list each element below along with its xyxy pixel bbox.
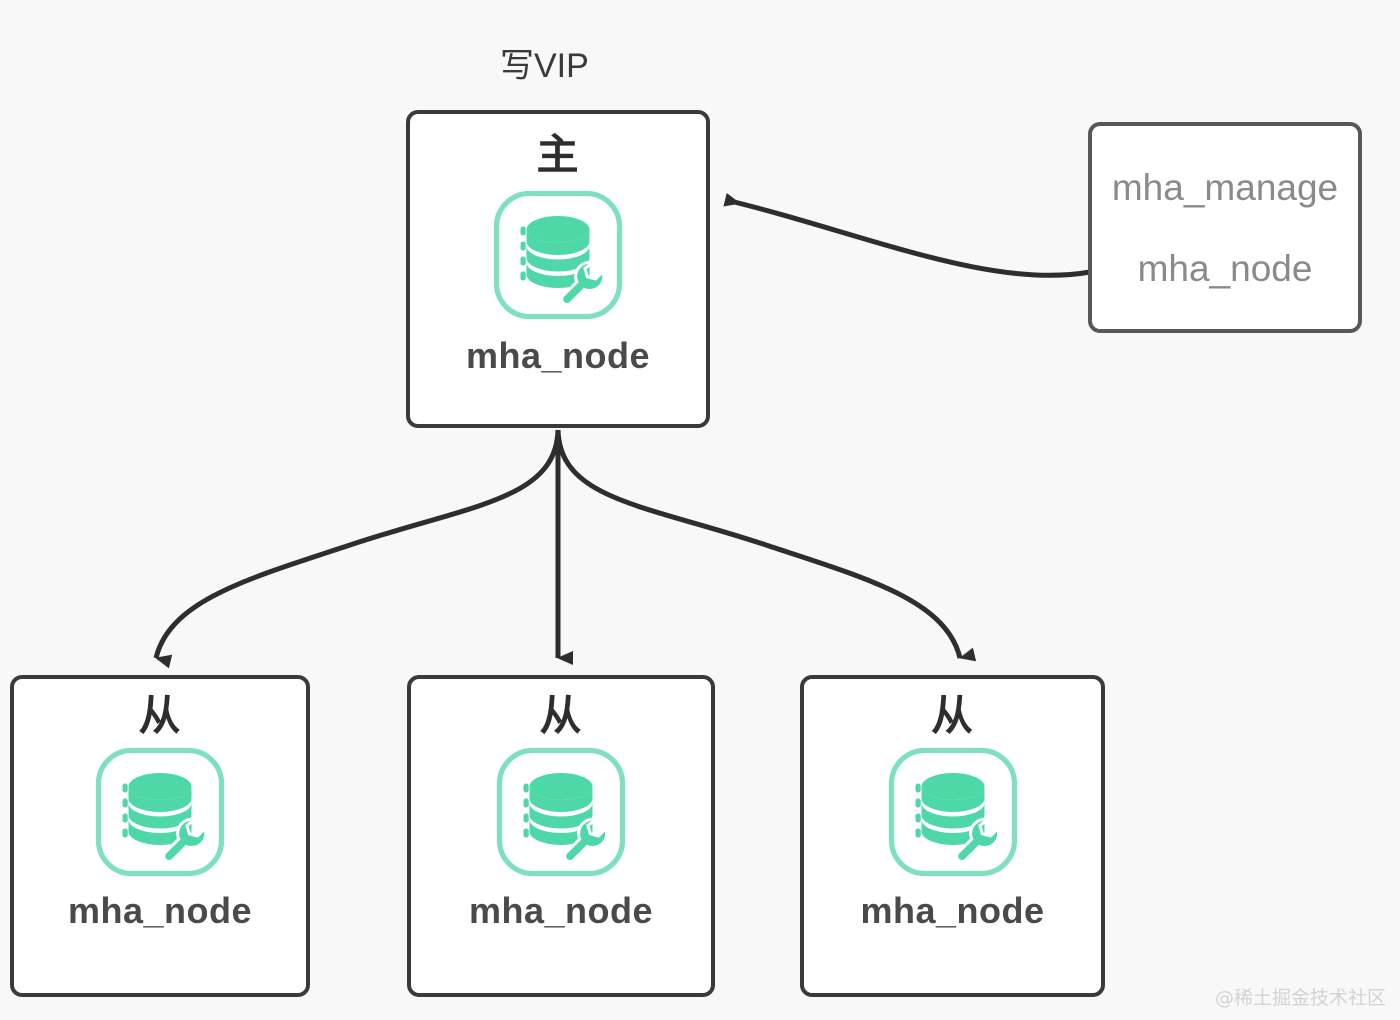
edge-master-to-slave-3 — [555, 429, 977, 662]
manager-line-mha-manage: mha_manage — [1111, 166, 1339, 208]
database-wrench-icon — [95, 747, 225, 877]
node-slave-1[interactable]: 从 mha_node — [10, 675, 310, 997]
slave-3-role-label: 从 — [930, 692, 974, 739]
master-role-label: 主 — [536, 131, 580, 178]
slave-3-caption: mha_node — [860, 890, 1045, 931]
database-wrench-icon — [496, 747, 626, 877]
slave-2-caption: mha_node — [468, 890, 654, 931]
manager-line-mha-node: mha_node — [1137, 247, 1313, 289]
database-wrench-icon — [493, 190, 623, 320]
node-mha-manager[interactable]: mha_manage mha_node — [1088, 122, 1362, 333]
node-slave-2[interactable]: 从 mha_node — [407, 675, 715, 997]
master-caption: mha_node — [465, 335, 651, 376]
edge-master-to-slave-1 — [153, 429, 561, 669]
node-slave-3[interactable]: 从 mha_node — [800, 675, 1105, 997]
slave-2-role-label: 从 — [539, 692, 583, 739]
database-wrench-icon — [888, 747, 1017, 877]
node-master[interactable]: 主 mha_node — [406, 110, 710, 428]
edge-manager-to-master — [723, 192, 1091, 278]
slave-1-caption: mha_node — [67, 890, 253, 931]
watermark: @稀土掘金技术社区 — [1214, 987, 1386, 1009]
write-vip-title: 写VIP — [500, 47, 589, 85]
slave-1-role-label: 从 — [138, 692, 182, 739]
